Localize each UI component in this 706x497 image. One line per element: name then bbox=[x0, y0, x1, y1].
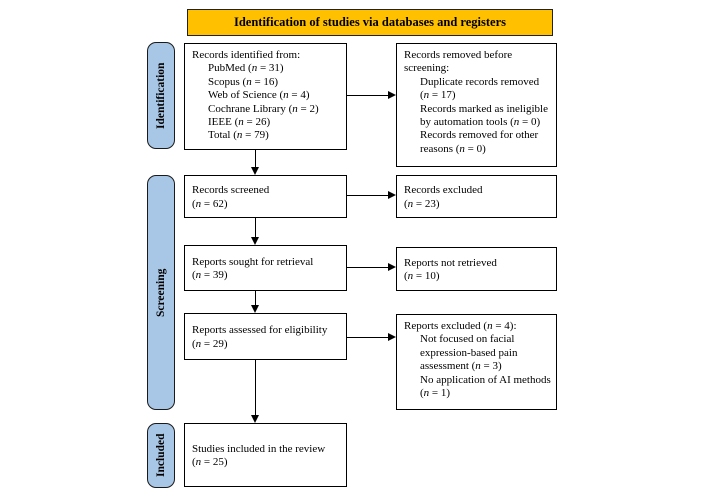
box-line2: (n = 25) bbox=[192, 456, 228, 468]
box-line2: (n = 23) bbox=[404, 197, 440, 210]
list-item: Records marked as ineligible by automati… bbox=[420, 102, 548, 129]
arrow-screened-to-sought bbox=[250, 218, 259, 245]
arrow-assessed-to-excluded bbox=[347, 332, 396, 341]
box-reports-assessed: Reports assessed for eligibility (n = 29… bbox=[184, 313, 347, 360]
list-item: Total (n = 79) bbox=[208, 129, 269, 142]
box-reports-excluded: Reports excluded (n = 4): Not focused on… bbox=[396, 314, 557, 410]
stage-label-screening-text: Screening bbox=[155, 268, 167, 317]
box-records-screened: Records screened (n = 62) bbox=[184, 175, 347, 218]
list-item: IEEE (n = 26) bbox=[208, 116, 271, 129]
title-banner: Identification of studies via databases … bbox=[187, 9, 553, 36]
box-line2: (n = 10) bbox=[404, 270, 440, 282]
box-line2: (n = 39) bbox=[192, 269, 228, 281]
box-studies-included: Studies included in the review (n = 25) bbox=[184, 423, 347, 487]
box-line1: Records screened bbox=[192, 184, 270, 197]
list-item: PubMed (n = 31) bbox=[208, 62, 284, 75]
box-line1: Reports not retrieved bbox=[404, 256, 497, 269]
list-item: Records removed for other reasons (n = 0… bbox=[420, 129, 539, 155]
arrow-sought-to-not-retrieved bbox=[347, 262, 396, 271]
stage-label-screening: Screening bbox=[147, 175, 175, 410]
box-heading: Records identified from: bbox=[192, 49, 301, 61]
list-item: Scopus (n = 16) bbox=[208, 75, 279, 88]
box-records-excluded: Records excluded (n = 23) bbox=[396, 175, 557, 218]
list-item: No application of AI methods (n = 1) bbox=[420, 373, 551, 400]
box-line2: (n = 29) bbox=[192, 337, 228, 350]
box-line1: Records excluded bbox=[404, 184, 483, 197]
arrow-sought-to-assessed bbox=[250, 291, 259, 313]
stage-label-included: Included bbox=[147, 423, 175, 488]
list-item: Duplicate records removed (n = 17) bbox=[420, 75, 540, 102]
list-item: Web of Science (n = 4) bbox=[208, 89, 310, 102]
stage-label-included-text: Included bbox=[155, 433, 167, 478]
box-reports-sought: Reports sought for retrieval (n = 39) bbox=[184, 245, 347, 291]
stage-label-identification: Identification bbox=[147, 42, 175, 149]
box-line1: Reports sought for retrieval bbox=[192, 255, 314, 268]
arrow-assessed-to-included bbox=[250, 360, 259, 423]
box-line1: Studies included in the review bbox=[192, 442, 326, 455]
box-reports-not-retrieved: Reports not retrieved (n = 10) bbox=[396, 247, 557, 291]
list-item: Cochrane Library (n = 2) bbox=[208, 102, 319, 115]
list-item: Not focused on facial expression-based p… bbox=[420, 333, 518, 373]
box-line1: Reports assessed for eligibility bbox=[192, 324, 328, 337]
box-line2: (n = 62) bbox=[192, 197, 228, 210]
box-heading: Reports excluded (n = 4): bbox=[404, 320, 517, 332]
stage-label-identification-text: Identification bbox=[155, 62, 167, 129]
box-records-identified: Records identified from: PubMed (n = 31)… bbox=[184, 43, 347, 150]
arrow-screened-to-excluded bbox=[347, 190, 396, 199]
arrow-identified-to-removed bbox=[347, 90, 396, 99]
box-heading: Records removed before screening: bbox=[404, 49, 513, 75]
arrow-identified-to-screened bbox=[250, 150, 259, 175]
diagram-title: Identification of studies via databases … bbox=[233, 15, 506, 29]
box-records-removed: Records removed before screening: Duplic… bbox=[396, 43, 557, 167]
